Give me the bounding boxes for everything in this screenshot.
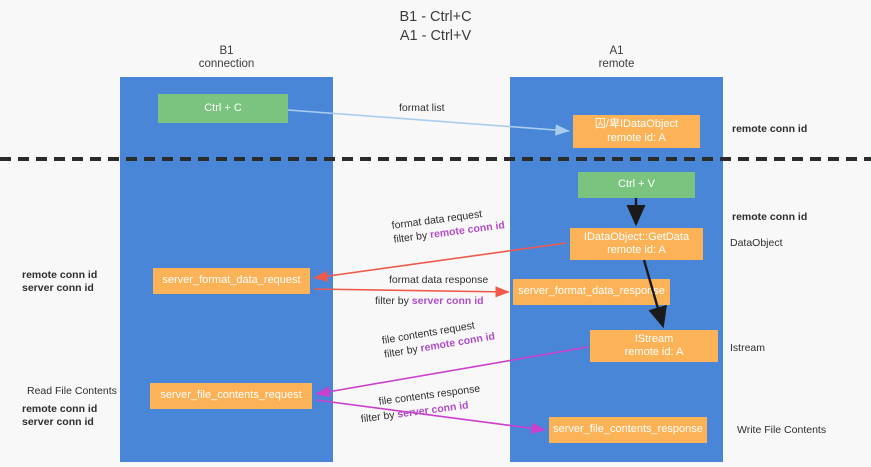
node-idataobject-line-2: remote id: A — [607, 131, 666, 144]
node-sfdreq-label: server_format_data_request — [162, 274, 301, 287]
annotation-left-server-conn-id-mid: server conn id — [22, 282, 94, 294]
node-ctrl-v-label: Ctrl + V — [618, 178, 655, 191]
node-server-format-data-request[interactable]: server_format_data_request — [153, 268, 310, 294]
node-server-file-contents-response[interactable]: server_file_contents_response — [549, 417, 707, 443]
edge-label-format-list-text: format list — [399, 102, 445, 114]
edge-label-file-contents-request: file contents request filter by remote c… — [381, 317, 496, 360]
edge-label-fdreq-filter-prefix: filter by — [392, 229, 431, 246]
node-sfcreq-label: server_file_contents_request — [160, 389, 302, 402]
edge-label-fdresp-filter-key: server conn id — [411, 295, 484, 307]
annotation-write-file-contents: Write File Contents — [737, 424, 827, 436]
title-line-1: B1 - Ctrl+C — [399, 9, 472, 25]
node-istream-line-1: IStream — [634, 332, 674, 345]
edge-label-fdresp-filter-prefix: filter by — [375, 295, 412, 307]
edge-label-format-list: format list — [399, 102, 445, 114]
lane-left-role: connection — [198, 58, 255, 70]
edge-label-format-data-response: format data response filter by server co… — [375, 274, 489, 307]
node-istream-line-2: remote id: A — [624, 346, 684, 358]
node-idataobject[interactable]: 囚/卑IDataObject remote id: A — [573, 115, 700, 148]
edge-label-file-contents-response: file contents response filter by server … — [360, 383, 483, 426]
annotation-remote-conn-id-top: remote conn id — [732, 123, 808, 135]
annotation-left-remote-conn-id-mid: remote conn id — [22, 269, 98, 281]
lane-left-name: B1 — [219, 45, 234, 57]
annotation-istream: Istream — [730, 342, 766, 354]
node-idataobject-line-1: 囚/卑IDataObject — [594, 118, 679, 130]
annotation-left-server-conn-id-bot: server conn id — [22, 416, 94, 428]
lane-right-role: remote — [598, 58, 635, 70]
node-ctrl-c-label: Ctrl + C — [204, 101, 242, 114]
node-ctrl-c[interactable]: Ctrl + C — [158, 94, 288, 123]
edge-label-fdresp-filter: filter by server conn id — [375, 295, 488, 307]
node-getdata-line-1: IDataObject::GetData — [583, 230, 690, 243]
node-idataobject-getdata[interactable]: IDataObject::GetData remote id: A — [570, 228, 703, 260]
node-server-format-data-response[interactable]: server_format_data_response — [513, 279, 670, 305]
node-sfcresp-label: server_file_contents_response — [553, 423, 703, 436]
annotation-remote-conn-id-mid: remote conn id — [732, 211, 808, 223]
annotation-read-file-contents: Read File Contents — [27, 385, 117, 397]
section-divider — [0, 157, 871, 161]
node-istream[interactable]: IStream remote id: A — [590, 330, 718, 362]
title-line-2: A1 - Ctrl+V — [399, 28, 472, 44]
node-sfdresp-label: server_format_data_response — [518, 285, 665, 298]
edge-label-fdresp-text: format data response — [389, 274, 489, 286]
annotation-left-remote-conn-id-bot: remote conn id — [22, 403, 98, 415]
diagram-title: B1 - Ctrl+C A1 - Ctrl+V — [0, 8, 871, 46]
lane-header-right: A1 remote — [510, 45, 723, 71]
edge-label-format-data-request: format data request filter by remote con… — [391, 205, 505, 246]
lane-right-name: A1 — [609, 45, 624, 57]
edge-label-fcresp-filter-prefix: filter by — [360, 408, 399, 426]
lane-header-left: B1 connection — [120, 45, 333, 71]
node-ctrl-v[interactable]: Ctrl + V — [578, 172, 695, 198]
node-getdata-line-2: remote id: A — [607, 244, 666, 256]
annotation-dataobject: DataObject — [730, 237, 783, 249]
node-server-file-contents-request[interactable]: server_file_contents_request — [150, 383, 312, 409]
